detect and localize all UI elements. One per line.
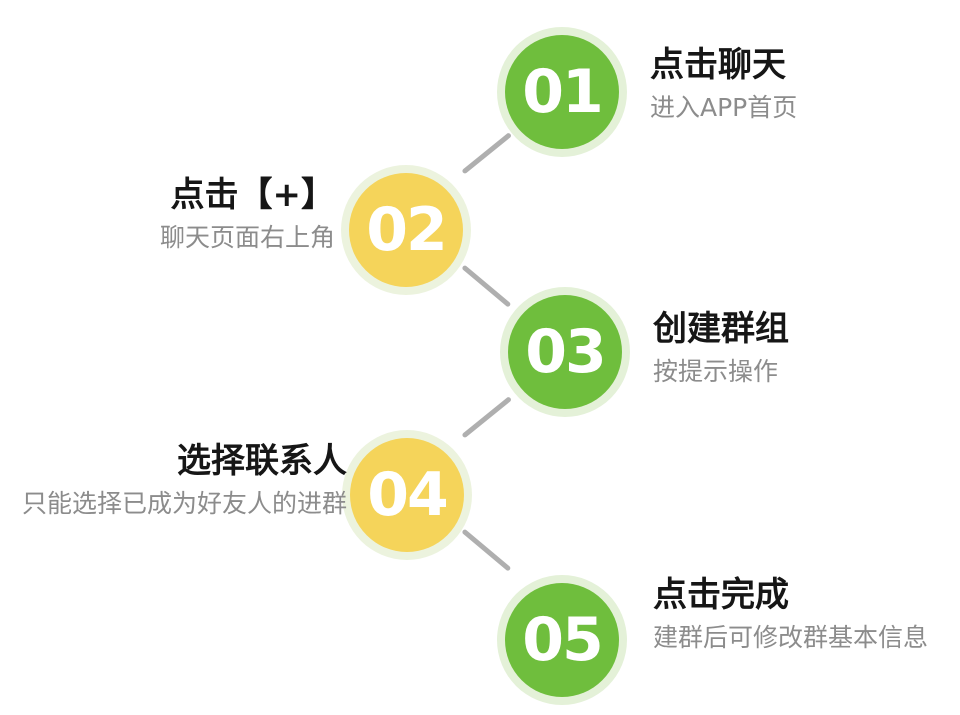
step-04-title: 选择联系人 [177,441,347,481]
step-04-circle-fill: 04 [350,438,464,552]
step-04-subtitle: 只能选择已成为好友人的进群 [21,489,347,519]
step-01-number: 01 [522,57,603,127]
step-02-number: 02 [366,195,447,265]
step-05-subtitle: 建群后可修改群基本信息 [653,623,929,653]
step-01-title: 点击聊天 [650,45,786,85]
step-05-circle-fill: 05 [505,583,619,697]
step-01-circle-fill: 01 [505,35,619,149]
connector-line-3-4 [461,396,512,439]
step-04-number: 04 [367,460,448,530]
step-03-circle: 03 [500,287,630,417]
connector-line-1-2 [461,132,512,175]
step-02-circle: 02 [341,165,471,295]
step-05-title: 点击完成 [653,575,789,615]
step-02-title: 点击【+】 [170,175,336,215]
step-02-subtitle: 聊天页面右上角 [159,223,335,253]
step-04-text: 选择联系人 只能选择已成为好友人的进群 [21,441,347,519]
step-01-subtitle: 进入APP首页 [650,93,798,123]
step-05-circle: 05 [497,575,627,705]
step-03-title: 创建群组 [653,309,789,349]
step-01-text: 点击聊天 进入APP首页 [650,45,798,123]
connector-line-4-5 [461,528,512,572]
step-03-circle-fill: 03 [508,295,622,409]
step-02-circle-fill: 02 [349,173,463,287]
step-01-circle: 01 [497,27,627,157]
step-02-text: 点击【+】 聊天页面右上角 [159,175,336,253]
step-05-number: 05 [522,605,603,675]
step-05-text: 点击完成 建群后可修改群基本信息 [653,575,929,653]
step-04-circle: 04 [342,430,472,560]
connector-line-2-3 [461,264,512,308]
step-03-text: 创建群组 按提示操作 [653,309,789,387]
step-03-number: 03 [525,317,606,387]
step-03-subtitle: 按提示操作 [653,357,779,387]
